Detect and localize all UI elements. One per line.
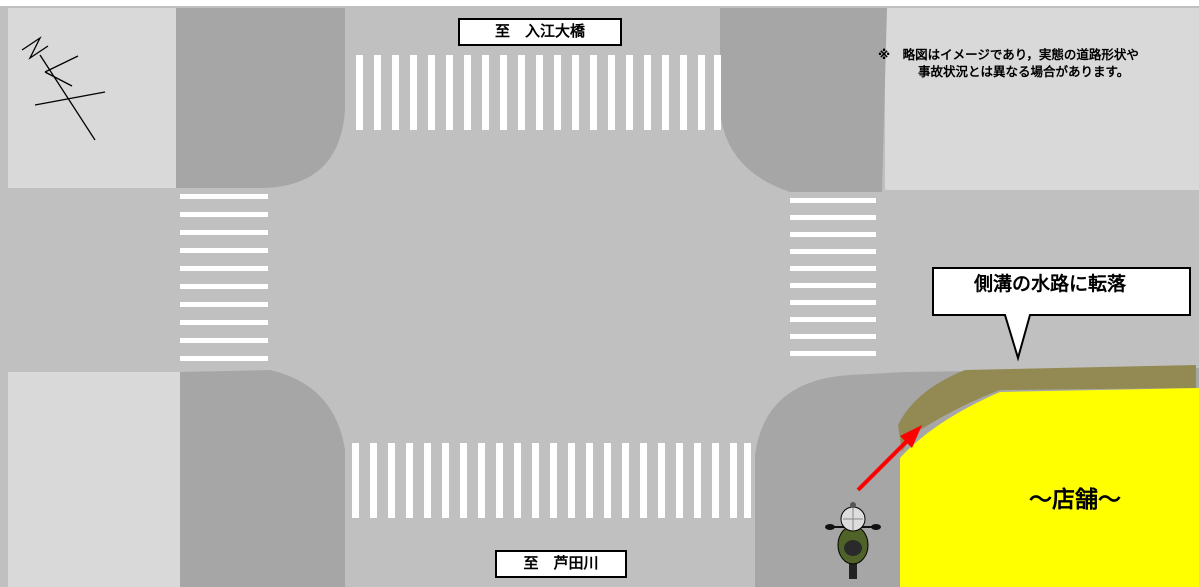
crosswalk-south — [352, 443, 751, 518]
store-label: ～店舗～ — [1029, 487, 1121, 513]
callout-bubble — [932, 267, 1191, 362]
side-ditch — [898, 365, 1196, 452]
corner-bottom-left — [180, 370, 345, 587]
sidewalk-top-right — [885, 8, 1199, 190]
north-compass-icon — [21, 36, 106, 141]
travel-arrow-icon — [856, 425, 922, 492]
store-building — [900, 388, 1199, 587]
south-destination-label: 至 芦田川 — [495, 550, 627, 578]
corner-top-left — [176, 8, 345, 188]
crosswalk-east — [790, 198, 876, 356]
sidewalk-bottom-left — [8, 372, 180, 587]
north-destination-label: 至 入江大橋 — [458, 18, 622, 46]
top-border — [0, 0, 1199, 6]
motorcycle-rider-icon — [825, 502, 881, 579]
disclaimer-line-2: 事故状況とは異なる場合があります。 — [918, 64, 1130, 79]
sidewalk-top-left — [8, 8, 178, 188]
accident-callout-text: 側溝の水路に転落 — [973, 273, 1126, 295]
disclaimer-line-1: ※ 略図はイメージであり，実態の道路形状や — [878, 47, 1139, 62]
disclaimer-note: ※ 略図はイメージであり，実態の道路形状や 事故状況とは異なる場合があります。 — [878, 46, 1139, 80]
crosswalk-north — [356, 55, 721, 130]
corner-top-right — [720, 8, 887, 192]
crosswalk-west — [180, 194, 268, 361]
